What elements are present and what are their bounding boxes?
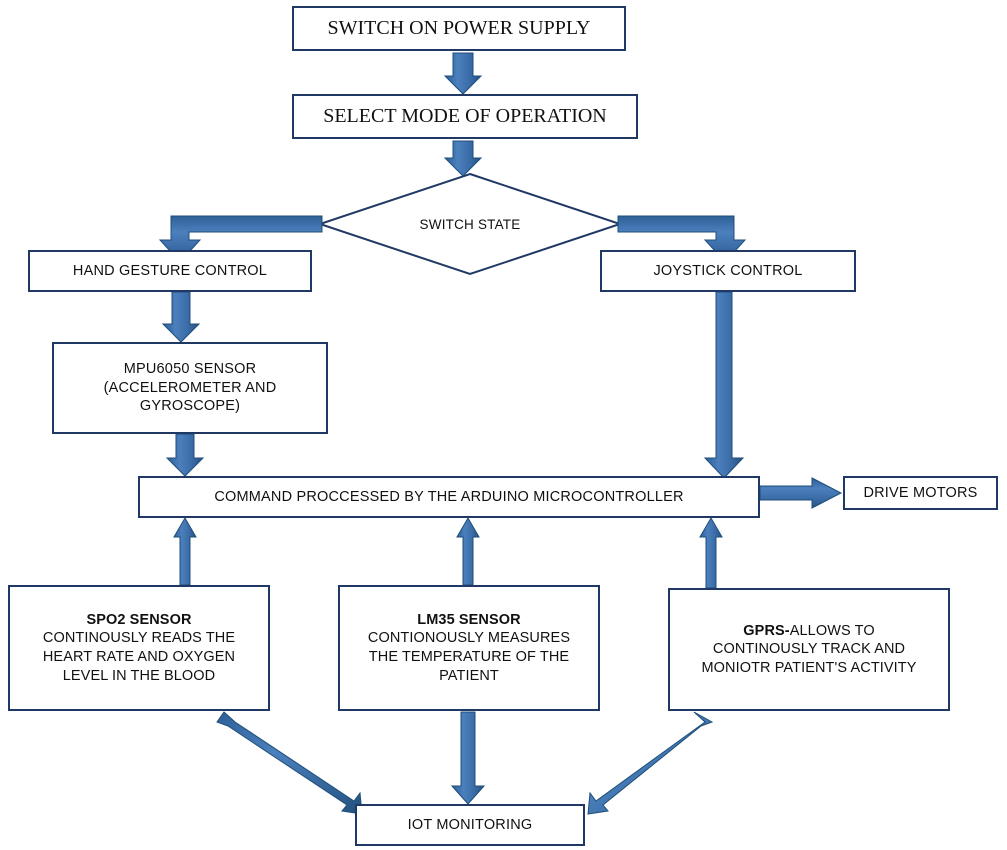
node-gprs-module[interactable]: GPRS-ALLOWS TO CONTINOUSLY TRACK AND MONI… — [668, 588, 950, 711]
node-iot-monitoring[interactable]: IOT MONITORING — [355, 804, 585, 846]
node-switch-on-power-supply[interactable]: SWITCH ON POWER SUPPLY — [292, 6, 626, 51]
edge-hand-gesture-to-mpu — [161, 291, 201, 343]
edge-spo2-to-iot — [216, 711, 363, 815]
node-label-wrapper: SWITCH STATE — [318, 172, 622, 276]
node-body: CONTINOUSLY TRACK AND MONIOTR PATIENT'S … — [701, 641, 917, 676]
node-label: SWITCH ON POWER SUPPLY — [327, 16, 591, 39]
node-heading-tail: ALLOWS TO — [789, 622, 875, 639]
node-label: COMMAND PROCCESSED BY THE ARDUINO MICROC… — [214, 488, 684, 505]
node-mpu6050-sensor[interactable]: MPU6050 SENSOR (ACCELEROMETER AND GYROSC… — [52, 342, 328, 434]
node-drive-motors[interactable]: DRIVE MOTORS — [843, 476, 998, 510]
node-label: DRIVE MOTORS — [863, 484, 978, 501]
node-label: HAND GESTURE CONTROL — [72, 262, 268, 279]
node-spo2-sensor[interactable]: SPO2 SENSOR CONTINOUSLY READS THE HEART R… — [8, 585, 270, 711]
node-label: MPU6050 SENSOR (ACCELEROMETER AND GYROSC… — [103, 361, 277, 415]
node-switch-state[interactable]: SWITCH STATE — [318, 172, 622, 276]
edge-spo2-to-command — [173, 517, 197, 586]
edge-lm35-to-iot — [450, 711, 486, 805]
edge-mode-to-switch — [443, 140, 483, 177]
node-body: CONTINOUSLY READS THE HEART RATE AND OXY… — [42, 630, 236, 684]
edge-gprs-to-iot — [587, 711, 714, 815]
node-text-block: LM35 SENSOR CONTIONOUSLY MEASURES THE TEM… — [340, 611, 598, 685]
node-hand-gesture-control[interactable]: HAND GESTURE CONTROL — [28, 250, 312, 292]
node-label: IOT MONITORING — [407, 816, 533, 833]
edge-lm35-to-command — [456, 517, 480, 586]
node-text-block: SPO2 SENSOR CONTINOUSLY READS THE HEART R… — [10, 611, 268, 685]
node-body: CONTIONOUSLY MEASURES THE TEMPERATURE OF… — [367, 630, 571, 684]
node-label: JOYSTICK CONTROL — [653, 262, 803, 279]
node-select-mode-of-operation[interactable]: SELECT MODE OF OPERATION — [292, 94, 638, 139]
node-lm35-sensor[interactable]: LM35 SENSOR CONTIONOUSLY MEASURES THE TEM… — [338, 585, 600, 711]
edge-mpu-to-command — [165, 433, 205, 477]
edge-joystick-to-command — [703, 291, 745, 479]
edge-power-to-mode — [443, 52, 483, 95]
node-joystick-control[interactable]: JOYSTICK CONTROL — [600, 250, 856, 292]
node-text-block: GPRS-ALLOWS TO CONTINOUSLY TRACK AND MONI… — [670, 622, 948, 678]
edge-gprs-to-command — [699, 517, 723, 589]
node-label: SWITCH STATE — [419, 216, 521, 232]
node-heading: LM35 SENSOR — [417, 611, 521, 628]
node-heading: GPRS- — [743, 622, 790, 639]
node-label: SELECT MODE OF OPERATION — [323, 104, 607, 127]
node-heading: SPO2 SENSOR — [86, 611, 192, 628]
edge-command-to-drive-motors — [759, 477, 843, 509]
node-command-processed-arduino[interactable]: COMMAND PROCCESSED BY THE ARDUINO MICROC… — [138, 476, 760, 518]
